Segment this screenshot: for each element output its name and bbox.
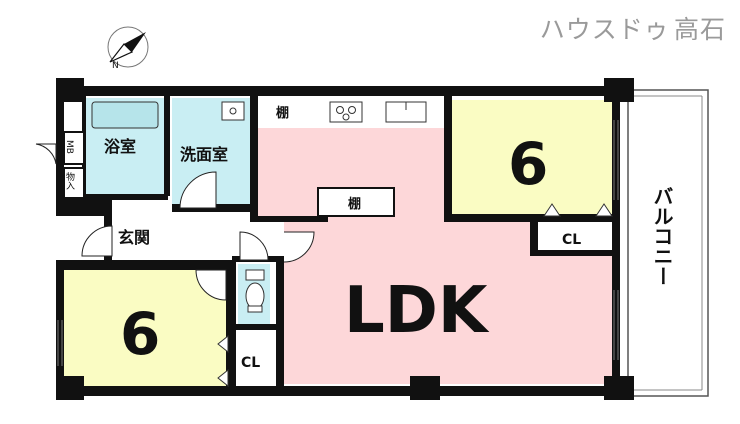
brand-name: ハウスドゥ: [539, 15, 670, 44]
bathtub-icon: [91, 101, 159, 129]
bath-label: 浴室: [104, 137, 136, 156]
brand-suffix: 高石: [673, 15, 726, 44]
closet-right-floor: [540, 222, 608, 252]
closet-notch-right-a: [543, 203, 561, 217]
shelf-top-area: [262, 98, 308, 126]
entrance-floor: [110, 216, 172, 260]
washroom-label: 洗面室: [180, 145, 228, 164]
bedroom-right-label: 6: [508, 130, 548, 198]
door-swings: [35, 143, 315, 301]
toilet-icon: [245, 269, 265, 313]
shelf-mid-box: [317, 187, 395, 217]
closet-notch-left-a: [217, 334, 229, 354]
compass-north-label: N: [112, 61, 119, 71]
walls: [56, 78, 634, 400]
closet-left-floor: [236, 334, 276, 386]
bedroom-right-floor: [450, 100, 612, 218]
closet-left-label: CL: [241, 355, 260, 371]
stove-icon: [329, 101, 363, 123]
shelf-mid-label: 棚: [348, 196, 361, 212]
windows: [57, 120, 619, 366]
shelf-top-label: 棚: [276, 105, 289, 121]
closet-notch-left-b: [217, 368, 229, 388]
storage-label: 物入: [64, 171, 75, 190]
bedroom-left-label: 6: [120, 300, 160, 368]
mb-label: MB: [64, 140, 74, 154]
mb-box: [63, 131, 85, 165]
balcony-label: バルコニー: [650, 186, 674, 286]
compass-icon: N: [107, 26, 149, 71]
closet-right-label: CL: [562, 232, 581, 248]
washbasin-icon: [221, 101, 245, 121]
brand-logo: ハウスドゥ 高石: [540, 10, 726, 46]
entrance-label: 玄関: [118, 228, 150, 247]
storage-box: [63, 167, 85, 199]
ldk-label: LDK: [344, 274, 490, 348]
balcony-area: [627, 89, 709, 397]
bedroom-left-floor: [64, 270, 230, 386]
closet-notch-right-b: [595, 203, 613, 217]
